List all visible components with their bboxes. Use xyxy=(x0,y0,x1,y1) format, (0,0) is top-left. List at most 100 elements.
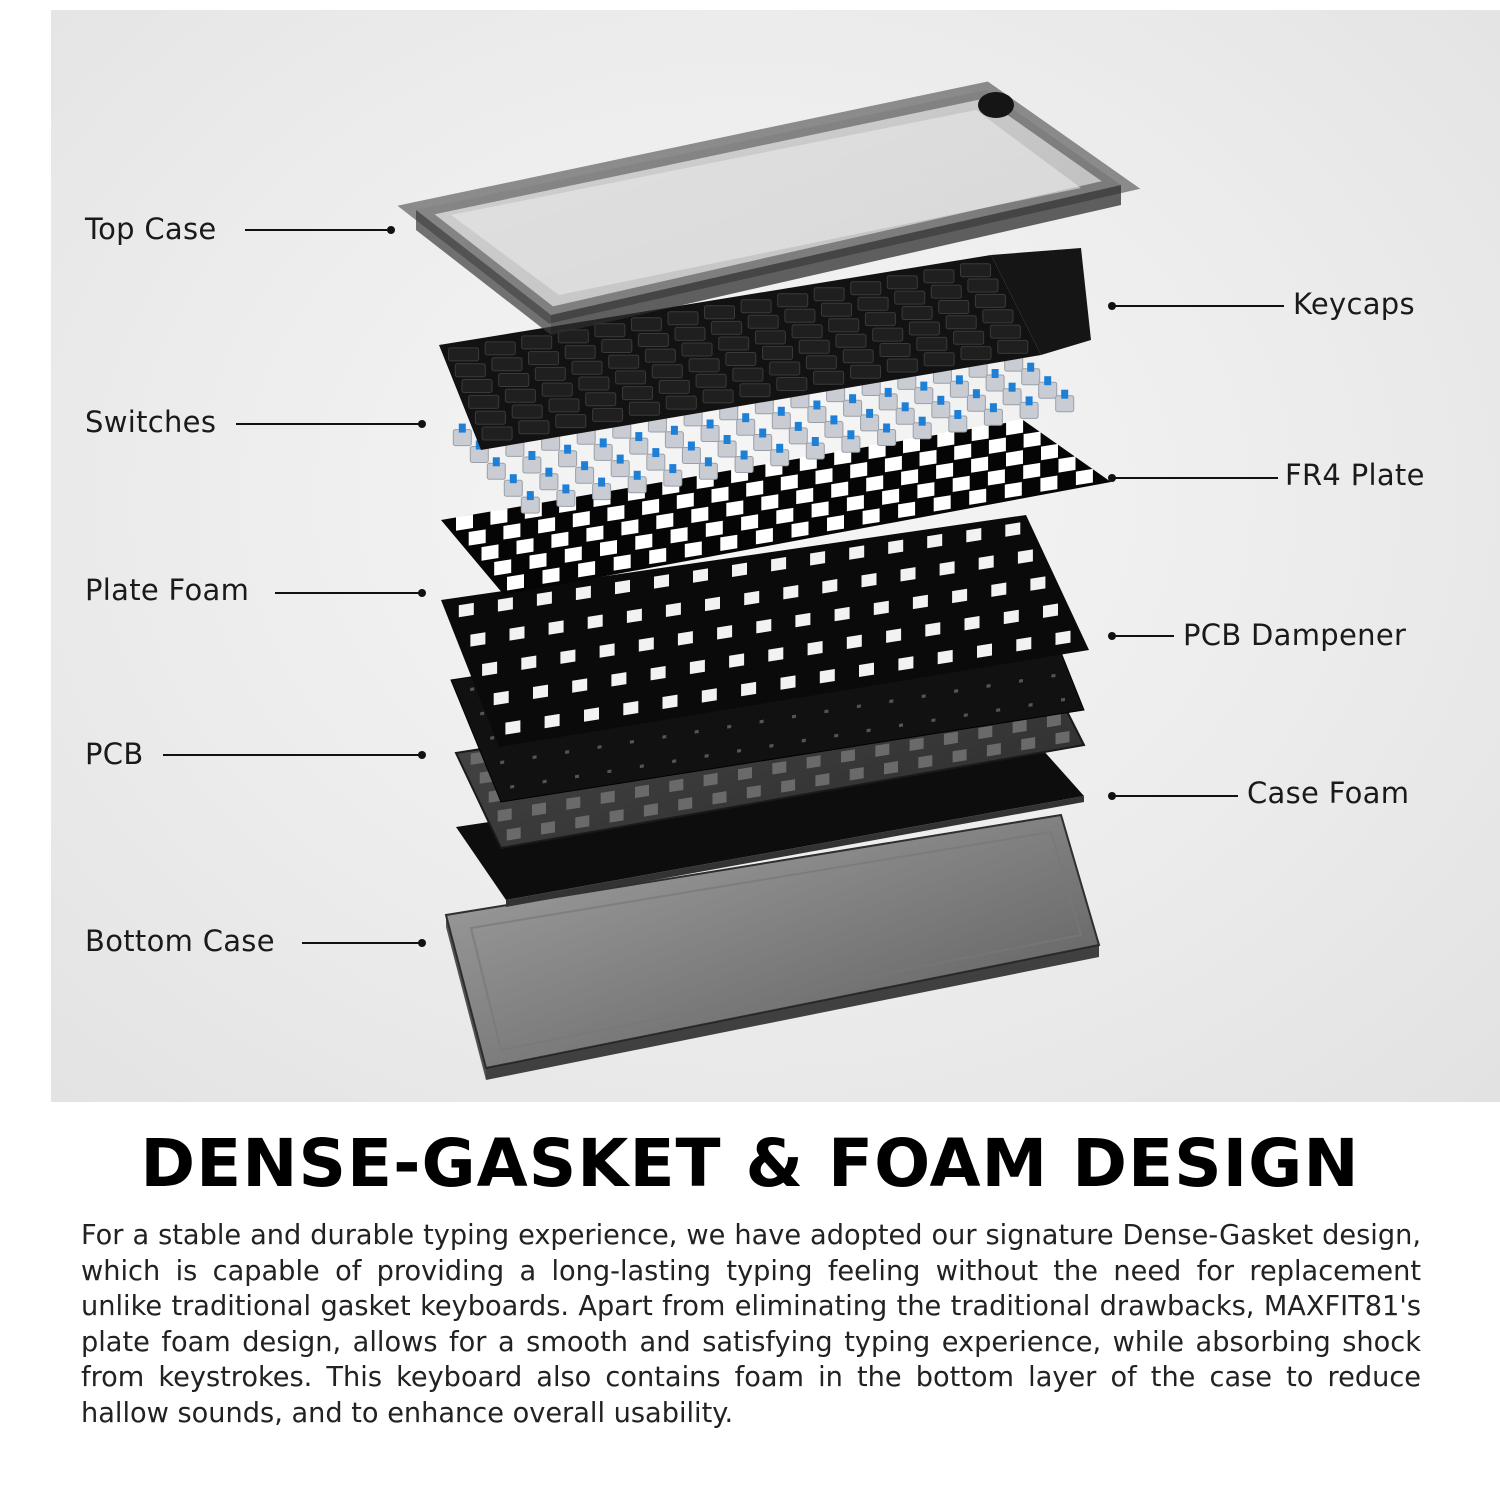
keycap xyxy=(967,278,999,293)
keycap xyxy=(886,358,918,373)
keycap xyxy=(571,360,603,375)
switch-stem xyxy=(866,408,874,418)
keycap xyxy=(667,311,699,326)
dot-top-case xyxy=(387,226,395,234)
plate-cutout xyxy=(988,437,1006,454)
foam-cutout xyxy=(615,579,630,595)
keycap xyxy=(511,404,543,419)
plate-cutout xyxy=(796,487,814,505)
callout-pcb-dampener: PCB Dampener xyxy=(1183,618,1407,652)
plate-cutout xyxy=(538,517,556,534)
keycap xyxy=(923,352,955,367)
dampener-dot xyxy=(801,738,806,743)
plate-cutout xyxy=(1006,419,1024,436)
callout-pcb: PCB xyxy=(85,737,144,771)
foam-cutout xyxy=(1016,637,1032,652)
dampener-dot xyxy=(1051,673,1056,678)
foam-cutout xyxy=(689,659,705,675)
switch-stem xyxy=(704,457,712,467)
switch-stem xyxy=(972,389,980,399)
keycap xyxy=(960,346,992,361)
keycap xyxy=(894,290,926,305)
dot-fr4-plate xyxy=(1108,474,1116,482)
plate-cutout xyxy=(866,475,884,492)
keycap xyxy=(564,345,596,360)
keycap xyxy=(498,373,530,387)
pcb-socket xyxy=(772,761,787,775)
plate-cutout xyxy=(882,488,900,505)
plate-cutout xyxy=(903,436,920,454)
foam-cutout xyxy=(599,643,615,658)
switch-stem xyxy=(811,437,819,446)
keycap xyxy=(850,281,882,296)
keycap xyxy=(704,305,735,320)
keycap xyxy=(644,348,676,363)
foam-cutout xyxy=(638,637,654,652)
keycap xyxy=(725,352,757,366)
keycap xyxy=(886,275,918,290)
foam-cutout xyxy=(744,590,760,606)
keycap xyxy=(548,398,580,413)
keycap xyxy=(592,407,624,422)
plate-cutout xyxy=(691,506,709,523)
foam-cutout xyxy=(654,574,669,589)
pcb-socket xyxy=(643,803,658,817)
dampener-dot xyxy=(490,736,495,740)
dampener-dot xyxy=(542,779,547,784)
plate-cutout xyxy=(862,508,880,525)
switch-stem xyxy=(991,369,999,378)
dampener-dot xyxy=(899,723,903,728)
dampener-dot xyxy=(1061,697,1065,702)
foam-cutout xyxy=(1003,609,1019,625)
plate-cutout xyxy=(917,482,935,499)
switch-stem xyxy=(1008,382,1016,392)
pcb-socket xyxy=(875,743,890,757)
callout-switches: Switches xyxy=(85,405,217,439)
switch-stem xyxy=(1025,396,1033,406)
plate-cutout xyxy=(898,501,916,519)
foam-cutout xyxy=(900,567,916,582)
switch-stem xyxy=(458,423,466,433)
foam-cutout xyxy=(587,614,603,629)
plate-cutout xyxy=(507,574,524,591)
plate-cutout xyxy=(670,527,688,544)
switch-stem xyxy=(794,421,802,431)
plate-cutout xyxy=(481,544,499,561)
foam-cutout xyxy=(650,665,666,681)
keycap xyxy=(777,293,809,308)
dampener-dot xyxy=(866,728,871,733)
plate-cutout xyxy=(868,442,886,460)
plate-cutout xyxy=(815,468,833,485)
keycap xyxy=(628,401,660,416)
pcb-socket xyxy=(849,767,864,781)
plate-cutout xyxy=(834,448,852,466)
leader-plate-foam xyxy=(275,592,422,594)
foam-cutout xyxy=(810,551,826,566)
plate-cutout xyxy=(1004,481,1022,499)
switch-stem xyxy=(918,416,926,426)
plate-cutout xyxy=(503,523,521,540)
foam-cutout xyxy=(964,616,980,631)
plate-cutout xyxy=(656,512,674,530)
plate-cutout xyxy=(551,531,569,549)
plate-cutout xyxy=(572,511,590,528)
dampener-dot xyxy=(662,734,667,739)
dampener-dot xyxy=(727,724,732,729)
keycap xyxy=(695,373,727,388)
switch-stem xyxy=(598,477,606,487)
dampener-dot xyxy=(856,704,861,709)
plate-cutout xyxy=(607,504,625,522)
switch-stem xyxy=(526,491,534,501)
foam-cutout xyxy=(768,647,784,662)
switch-stem xyxy=(581,461,589,471)
plate-cutout xyxy=(684,541,702,558)
switch-stem xyxy=(528,451,536,460)
pcb-socket xyxy=(566,796,581,810)
switch-stem xyxy=(669,464,677,474)
switch-stem xyxy=(652,448,660,458)
callout-case-foam: Case Foam xyxy=(1247,776,1410,810)
dampener-dot xyxy=(834,733,839,738)
keycap xyxy=(960,263,991,278)
plate-cutout xyxy=(937,430,955,448)
plate-cutout xyxy=(1058,456,1076,473)
